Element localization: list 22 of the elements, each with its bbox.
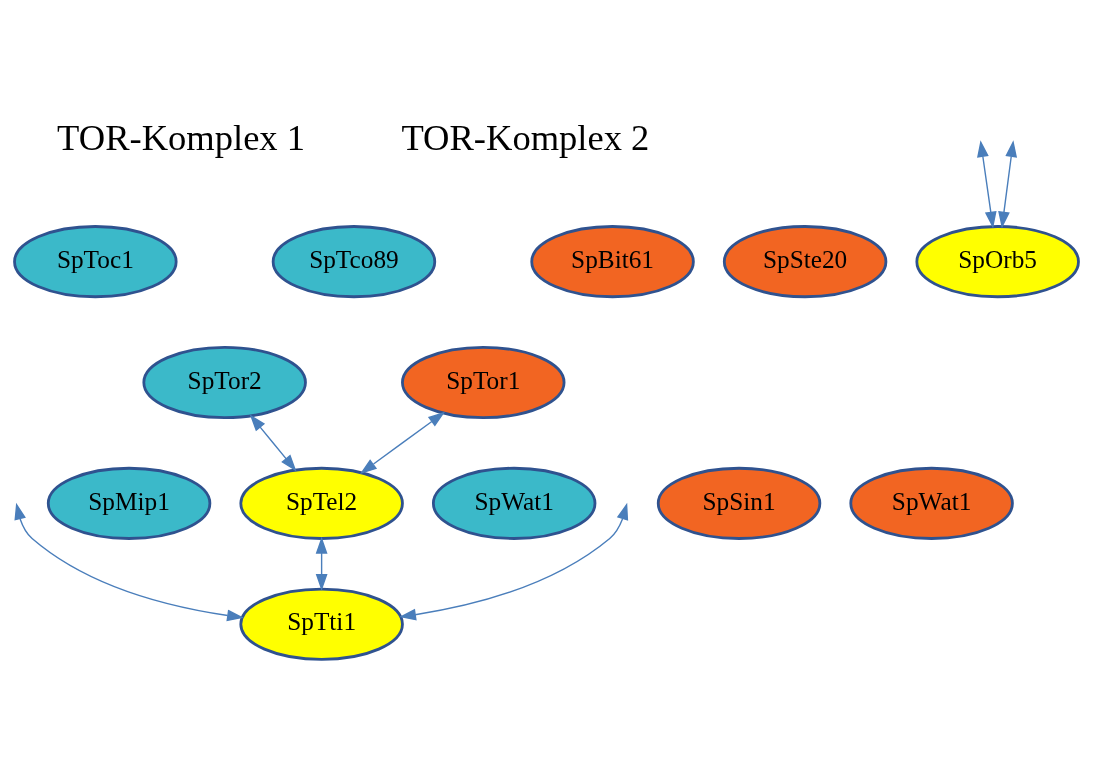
node-ellipse: SpTel2 bbox=[239, 466, 404, 540]
label: TOR-Komplex 2 bbox=[401, 116, 650, 158]
arrow bbox=[249, 414, 297, 471]
node-ellipse: SpSte20 bbox=[722, 224, 888, 298]
arrow bbox=[399, 502, 629, 620]
node-ellipse: SpMip1 bbox=[46, 466, 212, 540]
node-ellipse: SpTti1 bbox=[239, 587, 404, 661]
node-ellipse: SpTor1 bbox=[401, 345, 566, 419]
arrow bbox=[998, 139, 1018, 228]
arrow bbox=[14, 502, 244, 621]
node-ellipse: SpBit61 bbox=[530, 224, 695, 298]
arrow bbox=[315, 536, 328, 591]
node-ellipse: SpSin1 bbox=[656, 466, 822, 540]
node-ellipse: SpOrb5 bbox=[915, 224, 1080, 298]
node-ellipse: SpWat1 bbox=[431, 466, 597, 540]
arrow bbox=[359, 411, 446, 474]
node-ellipse: SpToc1 bbox=[13, 224, 178, 298]
label: TOR-Komplex 1 bbox=[57, 116, 306, 158]
node-ellipse: SpTco89 bbox=[271, 224, 437, 298]
node-ellipse: SpTor2 bbox=[142, 345, 307, 419]
node-ellipse: SpWat1 bbox=[849, 466, 1014, 540]
arrow bbox=[977, 139, 997, 228]
